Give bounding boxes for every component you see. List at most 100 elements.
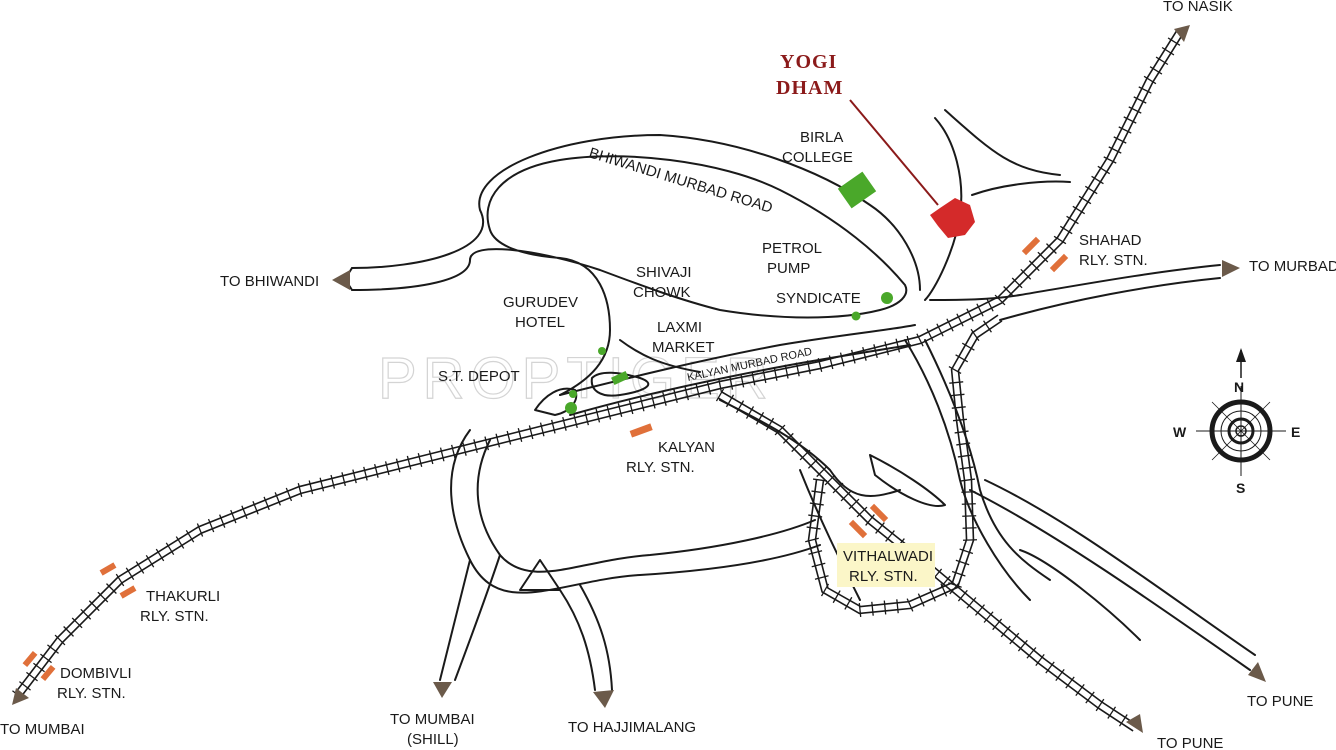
railway-tie	[97, 591, 109, 603]
railway-tie	[395, 458, 401, 473]
railway-tie	[551, 419, 556, 434]
railway-tie	[230, 509, 237, 524]
railway-tie	[916, 333, 924, 347]
railway-tie	[285, 487, 293, 502]
railway-tie	[970, 328, 980, 342]
railway-tie	[961, 342, 975, 351]
railway-tie	[308, 480, 314, 495]
petrol-pump-marker	[881, 292, 893, 304]
shahad-label-1: SHAHAD	[1079, 232, 1142, 249]
railway-tie	[808, 514, 823, 518]
railway-tie	[185, 529, 195, 543]
railway-tie	[71, 617, 83, 629]
railway-tie	[684, 386, 689, 401]
railway-tie	[252, 501, 259, 515]
yogi-dham-pointer	[849, 99, 939, 206]
railway-tie	[1107, 706, 1117, 719]
laxmi-market-marker	[611, 370, 629, 386]
vithalwadi-marker-1	[848, 519, 868, 539]
railway-tie	[883, 600, 887, 615]
railway-tie	[1035, 654, 1045, 666]
project-name-line2: DHAM	[776, 77, 843, 99]
railway-tie	[811, 490, 826, 494]
railway-tie	[774, 424, 786, 436]
yogi-dham-marker	[930, 198, 975, 238]
railway-tie	[896, 599, 899, 614]
railway-tie	[155, 548, 165, 562]
railway-tie	[956, 442, 971, 446]
railway-tie	[832, 482, 844, 494]
railway-tie	[959, 548, 974, 555]
railway-tie	[40, 653, 52, 664]
railway-tie	[809, 502, 824, 506]
railway-tie	[106, 583, 117, 594]
railway-tie	[954, 430, 969, 434]
railway-tie	[1045, 661, 1055, 674]
railway-tie	[960, 478, 976, 482]
railway-tie	[1167, 37, 1181, 46]
railway-tie	[729, 375, 734, 390]
dombivli-label-2: RLY. STN.	[57, 685, 126, 702]
railway-tie	[820, 583, 830, 597]
railway-tie	[885, 530, 895, 542]
railway-tie	[895, 338, 901, 353]
railway-tie	[814, 575, 829, 580]
railway-tie	[1091, 175, 1104, 185]
railway-tie	[125, 567, 135, 581]
railway-tie	[1072, 205, 1086, 215]
railway-tie	[1020, 268, 1032, 280]
railway-tie	[1113, 136, 1127, 144]
arrow-nasik	[1174, 25, 1190, 42]
railway-tie	[1103, 156, 1117, 164]
railway-tie	[906, 598, 914, 612]
railway-tie	[33, 662, 45, 673]
dombivli-marker-1	[22, 650, 38, 668]
railway-tie	[1149, 66, 1163, 75]
compass-e: E	[1291, 424, 1300, 440]
railway-tie	[352, 469, 357, 484]
syndicate-label: SYNDICATE	[776, 290, 861, 307]
railway-tie	[1037, 251, 1049, 263]
gurudev-label-1: GURUDEV	[503, 294, 578, 311]
railway-tie	[1066, 215, 1079, 225]
gurudev-hotel-marker	[569, 390, 577, 398]
gurudev-label-2: HOTEL	[515, 314, 565, 331]
railway-tie	[994, 294, 1006, 306]
railway-tie	[539, 422, 545, 437]
railway-tie	[1085, 691, 1095, 704]
railway-tie	[1108, 146, 1122, 154]
railway-tie	[875, 522, 885, 534]
railway-tie	[451, 444, 456, 459]
arrow-pune-right	[1248, 662, 1266, 682]
railway-tie	[1123, 116, 1137, 124]
railway-tie	[917, 593, 925, 607]
vithalwadi-marker-2	[869, 503, 889, 523]
vithalwadi-label-1: VITHALWADI	[843, 548, 933, 565]
railway-tie	[462, 441, 467, 456]
railway-tie	[715, 388, 725, 402]
railway-tie	[957, 454, 972, 458]
railway-tie	[832, 590, 841, 604]
railway-tie	[274, 492, 281, 506]
shahad-marker-2	[1049, 253, 1069, 273]
railway-tie	[26, 671, 38, 682]
railway-tie	[695, 383, 701, 398]
railway-tie	[957, 589, 968, 602]
railway-tie	[848, 498, 860, 510]
railway-tie	[673, 389, 678, 404]
railway-tie	[865, 514, 875, 526]
railway-tie	[955, 559, 970, 566]
railway-tie	[951, 406, 966, 409]
laxmi-label-1: LAXMI	[657, 319, 702, 336]
railway-tie	[856, 506, 868, 518]
birla-label-1: BIRLA	[800, 129, 843, 146]
railway-tie	[817, 358, 823, 372]
shivaji-label-2: CHOWK	[633, 284, 691, 301]
railway-tie	[966, 308, 974, 322]
railway-tie	[773, 366, 778, 381]
railway-tie	[725, 394, 735, 408]
to-hajjimalang-label: TO HAJJIMALANG	[568, 719, 696, 736]
railway-tie	[840, 490, 852, 502]
railway-tie	[330, 474, 336, 489]
railway-tie	[745, 406, 755, 419]
